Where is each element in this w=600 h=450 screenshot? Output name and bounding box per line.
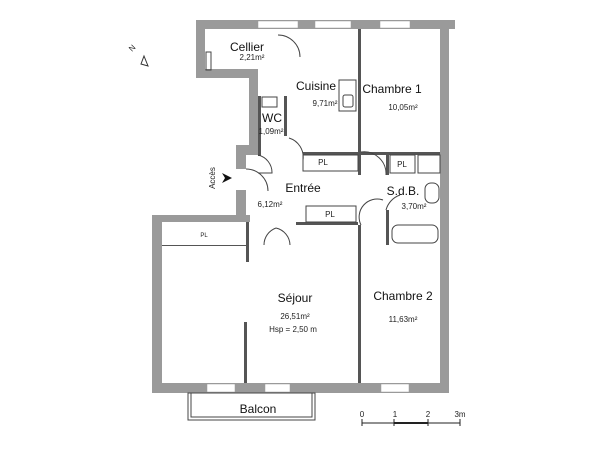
svg-text:Hsp = 2,50 m: Hsp = 2,50 m: [269, 325, 317, 334]
entrance-label: Accès: [208, 167, 217, 189]
svg-text:6,12m²: 6,12m²: [258, 200, 283, 209]
entrance-arrow-icon: [222, 173, 232, 183]
svg-text:1: 1: [393, 410, 398, 419]
svg-text:N: N: [127, 43, 138, 54]
interior-walls: [162, 29, 440, 383]
toilet-icon: [261, 96, 278, 108]
svg-text:PL: PL: [318, 158, 328, 167]
washbasin-icon: [424, 182, 440, 204]
room-name: S.d.B.: [387, 184, 420, 198]
room-name: Entrée: [285, 181, 321, 195]
scale-bar: 0 1 2 3m: [360, 410, 466, 426]
svg-text:3,70m²: 3,70m²: [402, 202, 427, 211]
sink-icon: [338, 79, 357, 112]
fixtures: [187, 34, 441, 421]
svg-text:2,21m²: 2,21m²: [240, 53, 265, 62]
svg-text:11,63m²: 11,63m²: [389, 315, 418, 324]
svg-text:9,71m²: 9,71m²: [313, 99, 338, 108]
svg-text:10,05m²: 10,05m²: [388, 103, 418, 112]
exterior-walls: [152, 20, 455, 393]
room-name: Cellier: [230, 40, 264, 54]
room-name: WC: [262, 111, 282, 125]
svg-text:2: 2: [426, 410, 431, 419]
room-name: Chambre 2: [373, 289, 433, 303]
svg-text:1,09m²: 1,09m²: [259, 127, 284, 136]
room-name: Séjour: [278, 291, 313, 305]
room-labels: Cellier 2,21m² Cuisine 9,71m² Chambre 1 …: [200, 40, 433, 416]
north-arrow: N: [127, 43, 149, 67]
room-name: Chambre 1: [362, 82, 422, 96]
room-name: Balcon: [240, 402, 277, 416]
bathtub-icon: [391, 224, 439, 244]
svg-text:PL: PL: [397, 160, 407, 169]
svg-text:PL: PL: [200, 233, 208, 239]
svg-text:26,51m²: 26,51m²: [280, 312, 310, 321]
svg-text:PL: PL: [325, 210, 335, 219]
svg-text:0: 0: [360, 410, 365, 419]
room-name: Cuisine: [296, 79, 336, 93]
svg-text:3m: 3m: [454, 410, 465, 419]
